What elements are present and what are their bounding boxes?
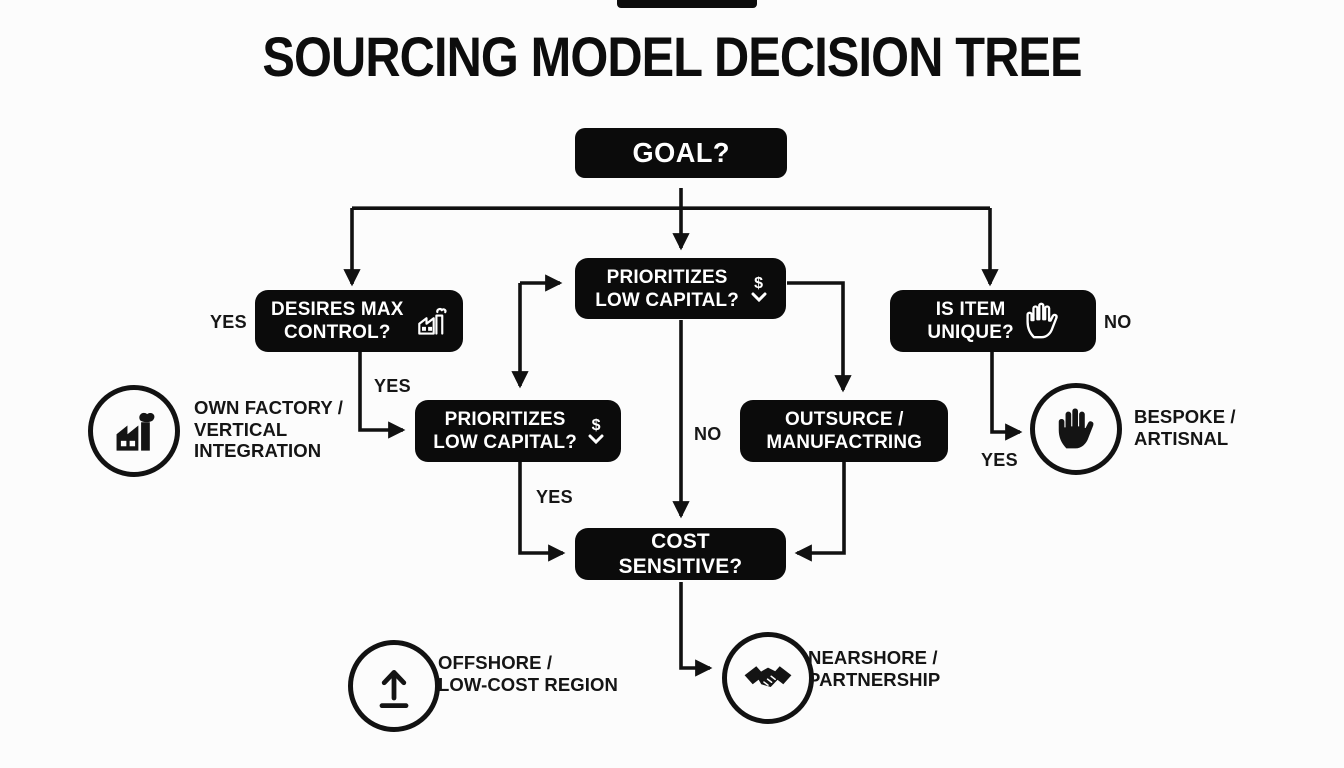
outcome-own-factory-label: OWN FACTORY / VERTICAL INTEGRATION <box>194 397 343 461</box>
branch-label-desires-yes-down: YES <box>374 376 411 396</box>
branch-label-capital-yes: YES <box>536 487 573 507</box>
branch-label-unique-yes: YES <box>981 450 1018 470</box>
dollar-decrease-icon: $ <box>587 418 605 444</box>
node-is-item-unique-label: IS ITEM UNIQUE? <box>927 298 1015 343</box>
outcome-own-factory <box>88 385 180 477</box>
arrow-up-from-line-icon <box>370 662 418 710</box>
factory-icon <box>108 407 160 455</box>
node-desires-max-control: DESIRES MAX CONTROL? <box>255 290 463 352</box>
branch-label-unique-no: NO <box>1104 312 1132 332</box>
outcome-bespoke-label: BESPOKE / ARTISNAL <box>1134 406 1236 449</box>
hand-icon <box>1024 301 1060 341</box>
top-crop-artifact <box>617 0 757 8</box>
node-goal-label: GOAL? <box>632 136 730 168</box>
edge-capital-top-to-outsource <box>787 281 852 393</box>
node-outsource-manufacturing-label: OUTSURCE / MANUFACTRING <box>766 408 922 453</box>
node-cost-sensitive-label: COST SENSITIVE? <box>618 529 743 578</box>
node-prioritizes-low-capital-mid-label: PRIORITIZES LOW CAPITAL? <box>433 408 577 453</box>
dollar-decrease-icon: $ <box>750 275 768 302</box>
node-prioritizes-low-capital-mid: PRIORITIZES LOW CAPITAL? $ <box>415 400 621 462</box>
handshake-icon <box>741 659 795 697</box>
node-goal: GOAL? <box>575 128 787 178</box>
factory-icon <box>413 305 449 337</box>
node-prioritizes-low-capital-top: PRIORITIZES LOW CAPITAL? $ <box>575 258 786 319</box>
edge-unique-to-bespoke <box>990 352 1023 441</box>
node-outsource-manufacturing: OUTSURCE / MANUFACTRING <box>740 400 948 462</box>
outcome-bespoke <box>1030 383 1122 475</box>
outcome-offshore <box>348 640 440 732</box>
page-title: SOURCING MODEL DECISION TREE <box>262 25 1082 88</box>
hand-icon <box>1055 406 1097 452</box>
outcome-nearshore-label: NEARSHORE / PARTNERSHIP <box>808 647 941 690</box>
edge-outsource-to-cost <box>794 462 846 562</box>
branch-label-capital-no: NO <box>694 424 722 444</box>
node-is-item-unique: IS ITEM UNIQUE? <box>890 290 1096 352</box>
edge-cost-to-nearshore <box>679 582 713 677</box>
node-cost-sensitive: COST SENSITIVE? <box>575 528 786 580</box>
outcome-offshore-label: OFFSHORE / LOW-COST REGION <box>438 652 618 695</box>
branch-label-desires-yes-left: YES <box>210 312 247 332</box>
outcome-nearshore <box>722 632 814 724</box>
node-prioritizes-low-capital-top-label: PRIORITIZES LOW CAPITAL? <box>595 265 740 311</box>
node-desires-max-control-label: DESIRES MAX CONTROL? <box>270 298 404 343</box>
